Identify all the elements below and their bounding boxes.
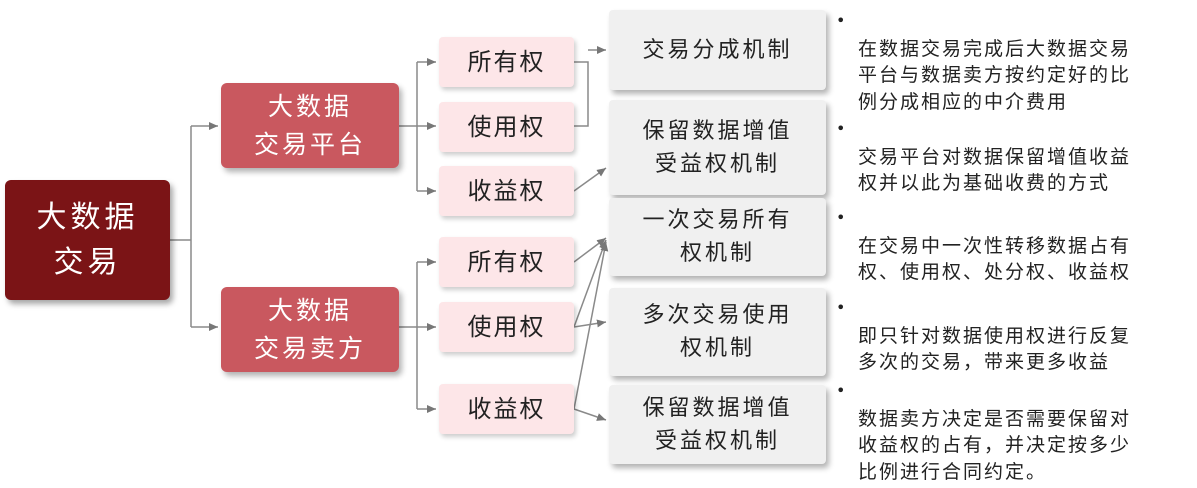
seller-node: 大数据 交易卖方	[221, 287, 399, 372]
seller-ownership-node: 所有权	[439, 237, 574, 287]
desc-one-time-ownership: • 在交易中一次性转移数据占有 权、使用权、处分权、收益权	[836, 207, 1194, 286]
bullet-icon: •	[836, 381, 848, 400]
desc-text: 在数据交易完成后大数据交易 平台与数据卖方按约定好的比 例分成相应的中介费用	[858, 38, 1132, 113]
desc-text: 交易平台对数据保留增值收益 权并以此为基础收费的方式	[858, 146, 1132, 195]
mechanism-revenue-share: 交易分成机制	[609, 10, 826, 90]
desc-platform-retain-value: • 交易平台对数据保留增值收益 权并以此为基础收费的方式	[836, 118, 1194, 197]
seller-revenue-node: 收益权	[439, 384, 574, 434]
desc-text: 在交易中一次性转移数据占有 权、使用权、处分权、收益权	[858, 235, 1132, 284]
seller-usage-node: 使用权	[439, 302, 574, 352]
arrow-seller-revenue-to-retain	[573, 408, 607, 421]
arrow-seller-revenue-to-onetime	[573, 241, 609, 410]
mechanism-multi-usage: 多次交易使用 权机制	[609, 288, 826, 376]
desc-seller-retain-value: • 数据卖方决定是否需要保留对 收益权的占有，并决定按多少 比例进行合同约定。	[836, 380, 1194, 485]
arrow-seller-usage-to-onetime	[573, 239, 607, 328]
mechanism-seller-retain-value: 保留数据增值 受益权机制	[609, 385, 826, 464]
platform-node: 大数据 交易平台	[221, 83, 399, 168]
bracket-platform-ownership-usage	[574, 61, 589, 127]
mechanism-platform-retain-value: 保留数据增值 受益权机制	[609, 100, 826, 195]
bullet-icon: •	[836, 119, 848, 138]
arrow-to-platform-retain-mechanism	[573, 167, 607, 192]
bullet-icon: •	[836, 11, 848, 30]
platform-revenue-node: 收益权	[439, 166, 574, 216]
arrow-seller-usage-to-multi	[573, 319, 607, 328]
bullet-icon: •	[836, 298, 848, 317]
arrow-seller-ownership-to-onetime	[573, 237, 607, 263]
desc-text: 即只针对数据使用权进行反复 多次的交易，带来更多收益	[858, 325, 1132, 374]
desc-multi-usage: • 即只针对数据使用权进行反复 多次的交易，带来更多收益	[836, 297, 1194, 376]
platform-usage-node: 使用权	[439, 102, 574, 152]
desc-text: 数据卖方决定是否需要保留对 收益权的占有，并决定按多少 比例进行合同约定。	[858, 408, 1132, 483]
bullet-icon: •	[836, 208, 848, 227]
desc-revenue-share: • 在数据交易完成后大数据交易 平台与数据卖方按约定好的比 例分成相应的中介费用	[836, 10, 1194, 115]
root-node: 大数据 交易	[5, 180, 170, 300]
mechanism-one-time-ownership: 一次交易所有 权机制	[609, 198, 826, 276]
platform-ownership-node: 所有权	[439, 37, 574, 87]
